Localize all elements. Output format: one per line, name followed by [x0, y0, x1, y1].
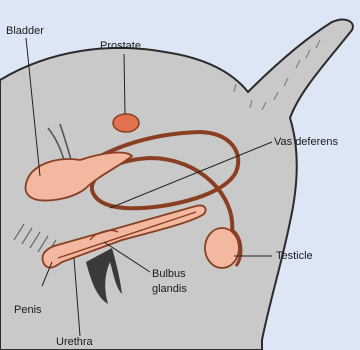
label-urethra: Urethra — [56, 336, 93, 349]
testicle — [205, 228, 239, 268]
label-bladder: Bladder — [6, 25, 44, 38]
label-vas-deferens: Vas deferens — [274, 136, 338, 149]
label-prostate: Prostate — [100, 40, 141, 53]
label-bulbus-line2: glandis — [152, 283, 187, 296]
prostate — [113, 114, 139, 132]
label-testicle: Testicle — [276, 250, 313, 263]
label-bulbus-line1: Bulbus — [152, 268, 186, 281]
label-penis: Penis — [14, 304, 42, 317]
